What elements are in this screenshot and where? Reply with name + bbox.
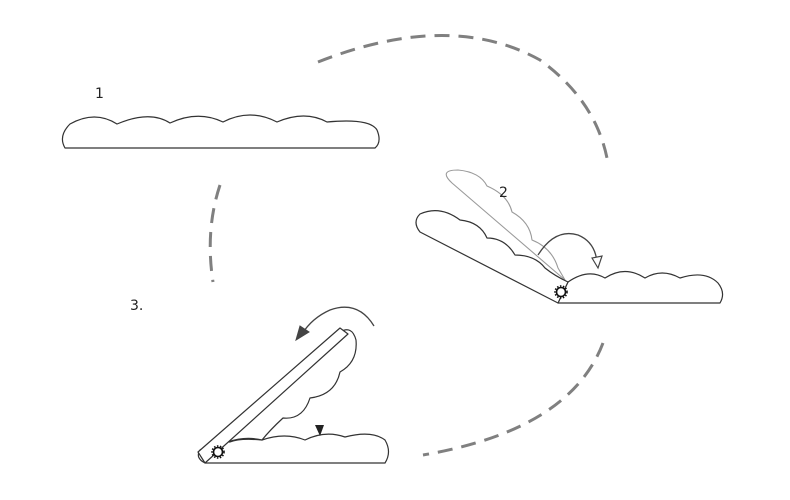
dashed-arc-top-right (317, 34, 609, 159)
ghost-flap-outline (445, 169, 566, 281)
step-label-3: 3. (130, 298, 143, 314)
rotate-arrowhead (295, 325, 310, 342)
rotated-flap-shape (415, 210, 569, 304)
dashed-arc-bottom-right (422, 342, 605, 457)
stage-3-closing-flap: 3. (130, 298, 390, 464)
pointer-arrowhead-icon (315, 425, 324, 436)
stage-1-flat-flap: 1 (61, 86, 380, 149)
stage-2-opening-flap: 2 (415, 169, 724, 304)
dashed-cycle-path (208, 34, 609, 457)
step-label-2: 2 (499, 185, 508, 201)
hinge-arm-shape (197, 327, 349, 464)
hinge-gear-icon (211, 445, 225, 459)
rotate-arrow-icon (301, 306, 375, 335)
rotate-arrowhead (591, 255, 603, 270)
dashed-arc-left (208, 184, 222, 283)
lower-flap-shape (557, 270, 724, 304)
hinge-gear-icon (554, 285, 568, 299)
rotate-arrow-icon (537, 232, 598, 263)
step-label-1: 1 (95, 86, 104, 102)
flat-flap-shape (61, 114, 380, 149)
